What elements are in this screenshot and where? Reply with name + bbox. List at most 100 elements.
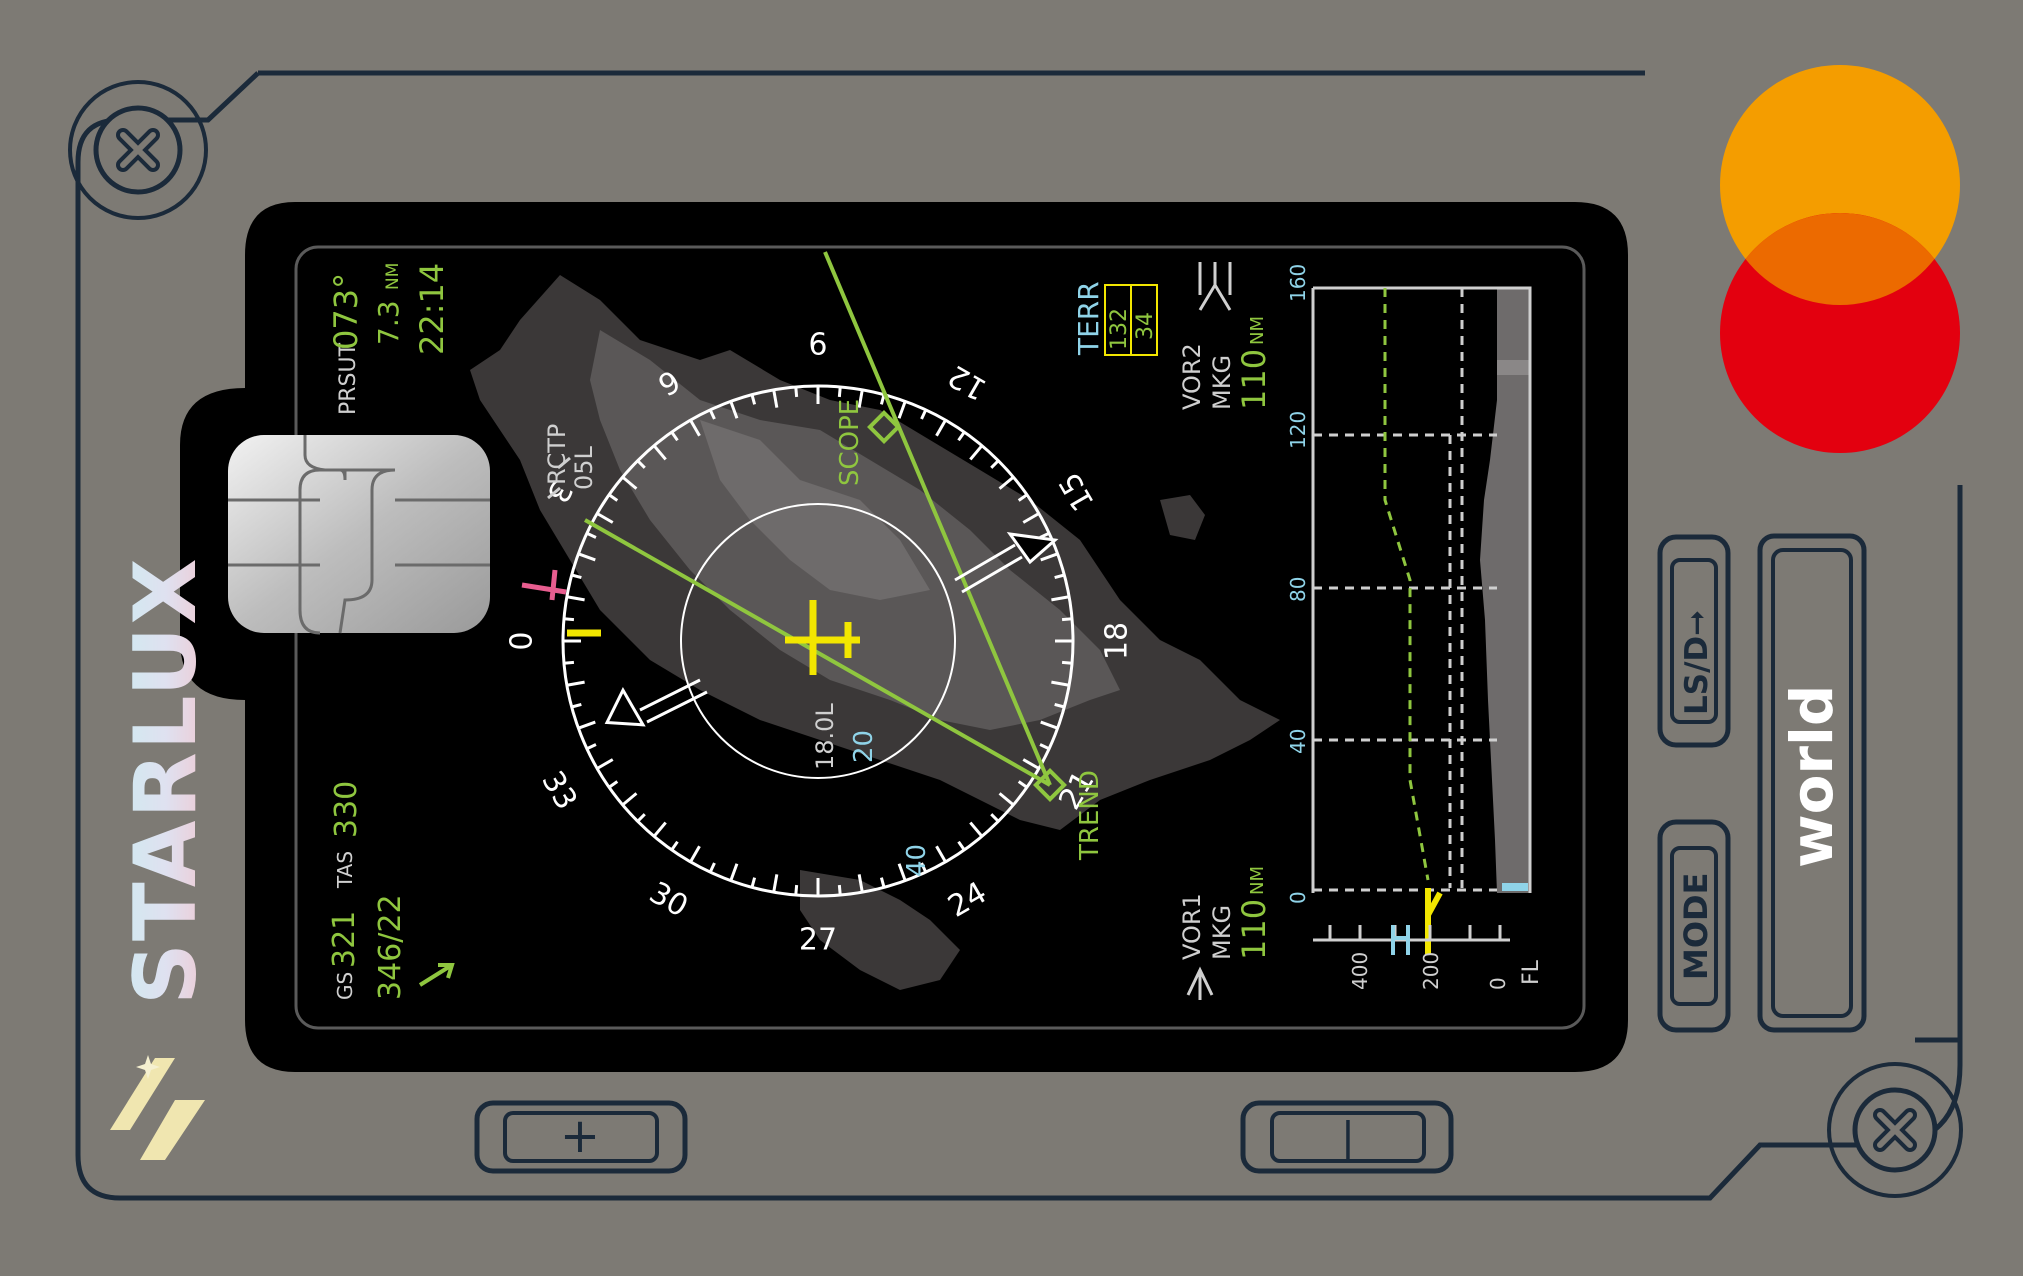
compass-tick: [563, 660, 575, 665]
compass-label: 18: [1100, 622, 1135, 660]
compass-tick: [879, 877, 886, 888]
vor1-block: VOR1 MKG 110 NM: [1178, 866, 1273, 1000]
compass-tick: [920, 409, 928, 420]
compass-tick: [577, 720, 596, 730]
vsd-y-tick: 0: [1286, 891, 1310, 904]
compass-tick: [621, 475, 638, 490]
wind-arrow-icon: [604, 532, 1059, 727]
compass-tick: [990, 459, 1000, 469]
time-readout: 22:14: [413, 263, 451, 355]
runway-icon: [547, 456, 571, 500]
vsd-y-tick: 160: [1286, 264, 1310, 302]
compass-tick: [608, 780, 619, 789]
track-lines: [584, 251, 1067, 802]
compass-tick: [969, 444, 984, 461]
compass-tick: [689, 845, 701, 863]
vsd-fl-tick: 200: [1419, 952, 1443, 990]
prsut-heading: 073°: [327, 273, 365, 350]
vsd-y-tick: 120: [1286, 411, 1310, 449]
vor2-unit: NM: [1247, 316, 1268, 345]
compass-tick: [1051, 595, 1070, 602]
compass-label: 0: [502, 631, 537, 650]
airport-label: RCTP: [543, 424, 571, 485]
compass-tick: [586, 531, 597, 539]
compass-tick: [897, 400, 907, 419]
distance-value: 7.3: [372, 300, 405, 345]
vsd-y-tick: 40: [1286, 729, 1310, 754]
pink-marker-icon: [521, 569, 567, 601]
prsut-label: PRSUT: [336, 342, 361, 415]
minus-label: |: [1341, 1113, 1355, 1162]
compass-tick: [750, 394, 757, 405]
compass-tick: [571, 702, 582, 709]
compass-tick: [596, 512, 614, 524]
compass-tick: [794, 884, 799, 896]
range-outer: 40: [902, 844, 932, 877]
minus-button[interactable]: |: [1240, 1100, 1454, 1174]
vor2-label: VOR2: [1178, 343, 1206, 410]
compass-tick: [969, 821, 984, 838]
compass-tick: [857, 874, 864, 893]
compass-tick: [636, 813, 646, 823]
vor1-label: VOR1: [1178, 893, 1206, 960]
vor2-distance: 110: [1235, 349, 1273, 410]
range-extra: 18.0L: [811, 703, 839, 770]
compass-tick: [708, 862, 716, 873]
compass-tick: [957, 840, 966, 851]
aircraft-icon: [785, 600, 860, 675]
compass-tick: [566, 595, 585, 602]
range-inner: 20: [849, 730, 879, 763]
tas-label: TAS: [333, 851, 357, 889]
compass-tick: [857, 389, 864, 408]
vor1-arrow-icon: [1186, 966, 1214, 1000]
compass-tick: [794, 386, 799, 398]
compass-tick: [1054, 702, 1065, 709]
terr-lower: 34: [1133, 312, 1158, 340]
terr-block: TERR 132 34: [1072, 281, 1158, 356]
runway-label: 05L: [570, 445, 598, 490]
wind-direction-icon: [418, 963, 455, 987]
terrain-map: [470, 275, 1280, 990]
mode-button[interactable]: MODE: [1657, 819, 1731, 1033]
vor2-arrow-icon: [1198, 262, 1232, 311]
brand-mark-icon: [110, 1058, 205, 1160]
plus-button[interactable]: +: [474, 1100, 688, 1174]
brand-star-icon: [136, 1055, 160, 1079]
compass-label: 27: [799, 923, 837, 958]
compass-tick: [670, 840, 679, 851]
compass-tick: [1040, 552, 1059, 562]
compass-tick: [1017, 493, 1028, 502]
compass-tick: [652, 444, 667, 461]
compass-tick: [897, 863, 907, 882]
vor1-unit: NM: [1247, 866, 1268, 895]
compass-tick: [670, 431, 679, 442]
screw-bottom-right: [1827, 1062, 1963, 1198]
terr-label: TERR: [1072, 281, 1105, 356]
compass-tick: [935, 419, 947, 437]
compass-tick: [708, 409, 716, 420]
compass-tick: [577, 552, 596, 562]
compass-tick: [1039, 743, 1050, 751]
brand-logo: STARLUX: [110, 556, 216, 1160]
vor1-id: MKG: [1208, 905, 1236, 960]
vsd-fl-tick: 400: [1348, 952, 1372, 990]
compass-tick: [837, 386, 842, 398]
compass-tick: [1017, 780, 1028, 789]
gs-label: GS: [333, 972, 357, 1000]
compass-tick: [652, 821, 667, 838]
outer-frame: [75, 70, 1963, 1201]
compass-tick: [1040, 720, 1059, 730]
compass-tick: [729, 863, 739, 882]
compass-tick: [750, 877, 757, 888]
mastercard-logo: [1720, 65, 1960, 453]
compass-tick: [636, 459, 646, 469]
compass-tick: [1022, 758, 1040, 770]
vor2-id: MKG: [1208, 355, 1236, 410]
own-altitude-icon: [1425, 888, 1443, 955]
vsd-y-tick: 80: [1286, 577, 1310, 602]
ls-d-button[interactable]: LS/D➞: [1657, 534, 1731, 748]
gs-value: 321: [327, 911, 362, 968]
emv-chip: [228, 435, 490, 635]
scope-label: SCOPE: [835, 399, 865, 486]
